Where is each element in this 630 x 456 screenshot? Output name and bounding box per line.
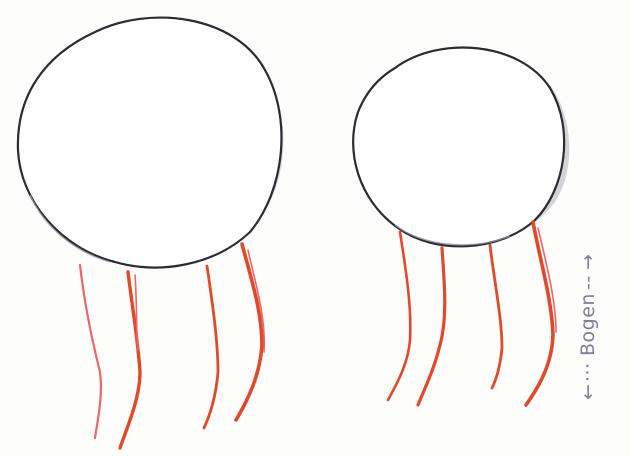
right-circle-outline (353, 48, 564, 247)
left-circle-group (18, 18, 282, 268)
right-circle-group (353, 48, 566, 247)
dashes-right: -- (577, 275, 599, 290)
arrow-start-glyph: ← (577, 384, 599, 400)
left-circle-outline (18, 18, 282, 268)
bogen-annotation: ← ··· Bogen -- → (577, 254, 599, 400)
dashes-left: ··· (577, 362, 599, 382)
bogen-label: Bogen (577, 293, 599, 356)
arrow-end-glyph: → (577, 254, 599, 270)
